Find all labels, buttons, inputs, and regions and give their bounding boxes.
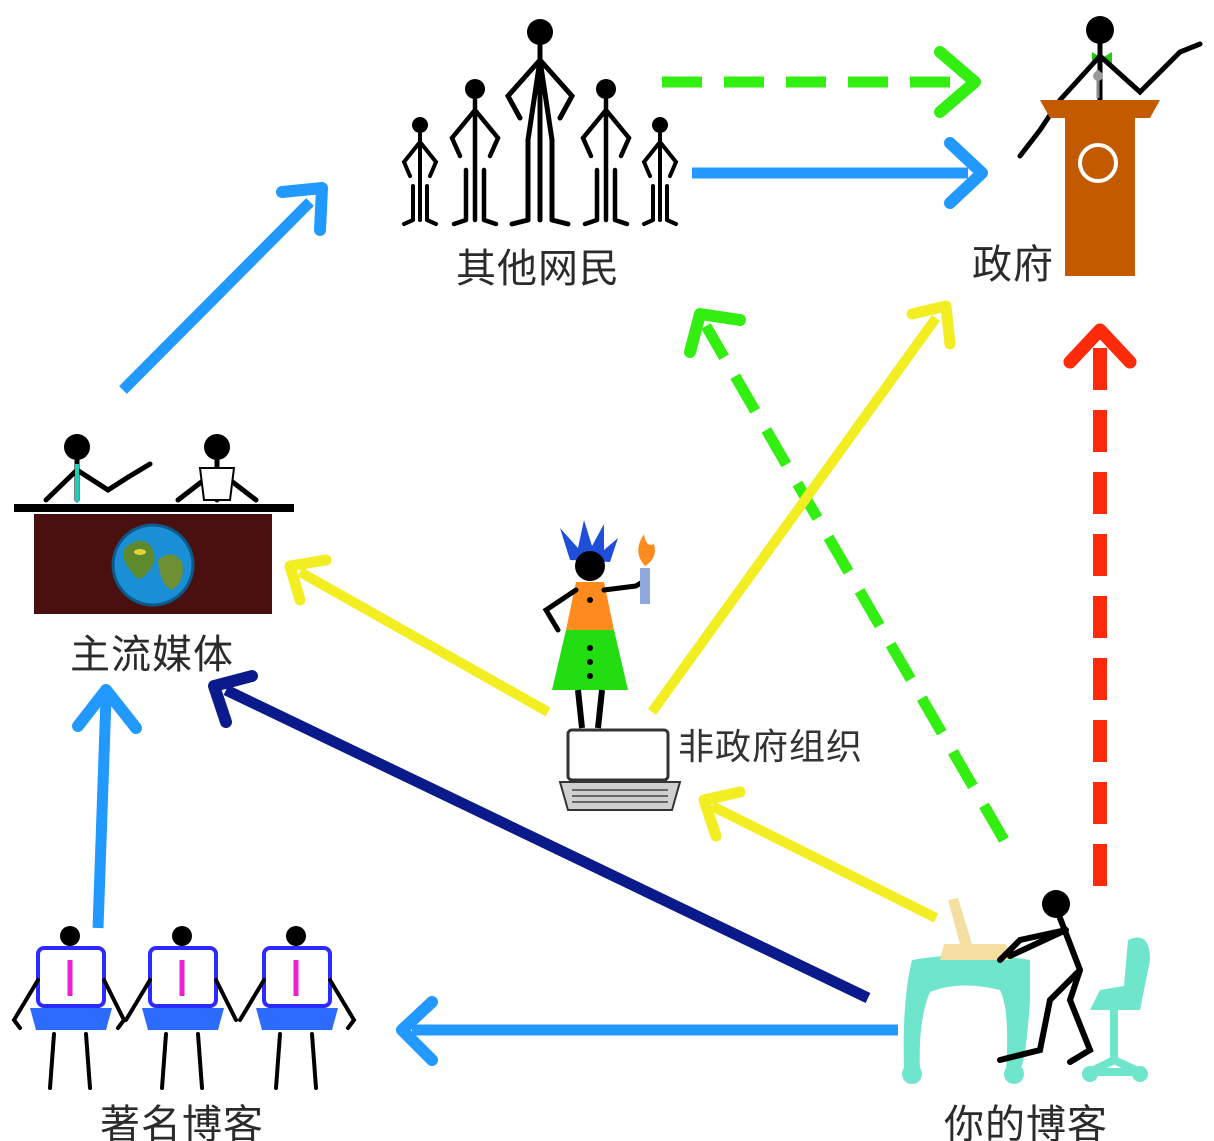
node-label-other-netizens: 其他网民 — [456, 246, 620, 292]
bloggers-with-laptops-icon — [11, 926, 357, 1090]
arrow-netizens-to-government — [692, 137, 988, 209]
arrow-ngo-to-government — [647, 300, 956, 715]
arrow-bloggers-to-media — [72, 684, 142, 929]
node-label-government: 政府 — [972, 242, 1054, 288]
speaker-at-podium-icon — [1017, 16, 1203, 276]
arrow-media-to-netizens — [119, 182, 328, 394]
arrow-yourblog-to-media — [208, 670, 871, 1003]
node-label-ngo: 非政府组织 — [678, 727, 864, 768]
node-label-famous-bloggers: 著名博客 — [100, 1102, 264, 1141]
arrow-yourblog-to-ngo — [698, 786, 939, 923]
news-anchors-desk-icon — [14, 434, 294, 614]
node-label-your-blog: 你的博客 — [944, 1102, 1108, 1141]
person-at-computer-desk-icon — [902, 890, 1150, 1084]
arrow-yourblog-to-netizens-dashed — [684, 308, 1009, 843]
node-label-mainstream-media: 主流媒体 — [70, 632, 234, 678]
arrow-ngo-to-media — [284, 554, 551, 717]
arrow-yourblog-to-bloggers — [396, 996, 898, 1066]
arrow-netizens-to-government-dashed — [662, 46, 981, 118]
activist-with-torch-icon — [542, 520, 682, 811]
crowd-of-people-icon — [401, 19, 679, 227]
arrows-layer — [72, 46, 1137, 1066]
arrow-yourblog-to-government-dashed — [1063, 323, 1137, 886]
